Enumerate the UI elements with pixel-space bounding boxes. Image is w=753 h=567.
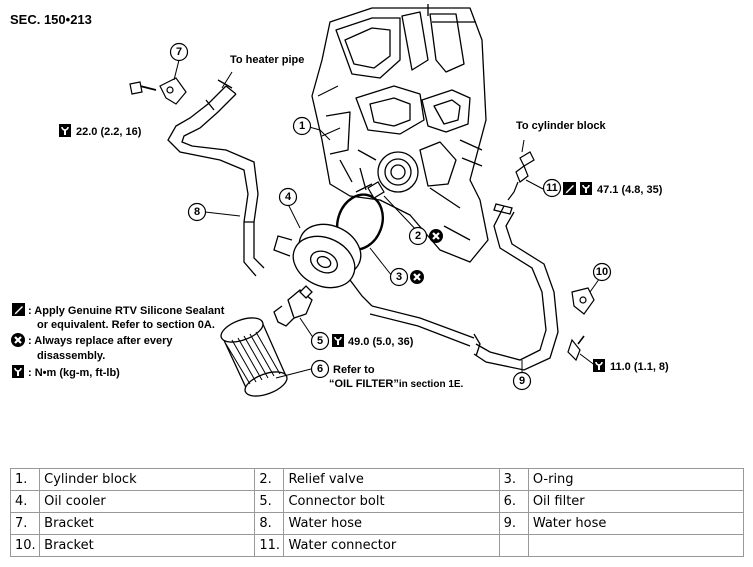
refer-label-line1: Refer to: [333, 364, 375, 376]
refer-label-line2: “OIL FILTER”in section 1E.: [329, 378, 464, 390]
svg-text:5: 5: [317, 335, 323, 347]
part-name: Oil filter: [527, 490, 745, 513]
oil-filter-drawing: [220, 317, 288, 397]
part-number: 9.: [498, 512, 529, 535]
part-number: 8.: [254, 512, 285, 535]
part-number: 2.: [254, 468, 285, 491]
parts-table: 1. Cylinder block 2. Relief valve 3. O-r…: [9, 468, 745, 557]
part-number: [498, 534, 529, 557]
callout-10: 10: [592, 262, 612, 282]
replace-icon: [9, 331, 27, 349]
callout-1: 1: [292, 116, 312, 136]
callout-6: 6: [310, 359, 330, 379]
torque-icon: [592, 358, 606, 373]
oil-cooler-drawing: [273, 223, 373, 307]
part-name: O-ring: [527, 468, 745, 491]
part-number: 5.: [254, 490, 285, 513]
table-row: 1. Cylinder block 2. Relief valve 3. O-r…: [9, 468, 745, 491]
part-name: Bracket: [39, 512, 256, 535]
part-number: 3.: [498, 468, 529, 491]
part-name: Water connector: [283, 534, 500, 557]
svg-text:11: 11: [546, 182, 558, 194]
part-name: [527, 534, 745, 557]
part-name: Oil cooler: [39, 490, 256, 513]
replace-icon: [427, 227, 445, 245]
part-number: 6.: [498, 490, 529, 513]
callout-9: 9: [512, 371, 532, 391]
callout-3: 3: [389, 267, 409, 287]
sealant-icon: [563, 182, 576, 195]
section-title: SEC. 150•213: [10, 12, 92, 27]
callout-4: 4: [278, 187, 298, 207]
part-name: Cylinder block: [39, 468, 256, 491]
callout-11: 11: [542, 178, 562, 198]
part-name: Water hose: [283, 512, 500, 535]
svg-text:4: 4: [285, 191, 292, 203]
water-hose-upper-drawing: [167, 79, 265, 277]
svg-text:disassembly.: disassembly.: [37, 350, 105, 362]
to-heater-pipe-label: To heater pipe: [230, 54, 304, 66]
svg-text:2: 2: [415, 230, 421, 242]
svg-text:: Apply Genuine RTV Silicone S: : Apply Genuine RTV Silicone Sealant: [28, 305, 225, 317]
water-connector-drawing: [507, 151, 535, 201]
part-name: Connector bolt: [283, 490, 500, 513]
cylinder-block-drawing: [311, 4, 489, 263]
relief-valve-drawing: [367, 181, 385, 199]
torque-spec-connector-11: 47.1 (4.8, 35): [597, 184, 663, 196]
callout-8: 8: [187, 202, 207, 222]
svg-text:7: 7: [176, 46, 182, 58]
svg-text:or equivalent. Refer to sectio: or equivalent. Refer to section 0A.: [37, 319, 215, 331]
part-name: Water hose: [527, 512, 745, 535]
callout-2: 2: [408, 226, 428, 246]
part-number: 11.: [254, 534, 285, 557]
svg-text:3: 3: [396, 271, 402, 283]
svg-text:6: 6: [317, 363, 323, 375]
svg-text:8: 8: [194, 206, 200, 218]
svg-text:10: 10: [596, 266, 608, 278]
part-number: 10.: [9, 534, 41, 557]
part-name: Bracket: [39, 534, 256, 557]
torque-spec-bracket-10: 11.0 (1.1, 8): [610, 361, 669, 373]
water-hose-lower-drawing: [369, 203, 559, 371]
svg-text:9: 9: [519, 375, 525, 387]
svg-text:: Always replace after every: : Always replace after every: [28, 335, 173, 347]
part-number: 1.: [9, 468, 41, 491]
svg-text:1: 1: [299, 120, 305, 132]
symbol-legend: : Apply Genuine RTV Silicone Sealant or …: [9, 303, 225, 379]
table-row: 7. Bracket 8. Water hose 9. Water hose: [9, 512, 745, 535]
exploded-view-diagram: SEC. 150•213: [9, 4, 669, 397]
connector-bolt-drawing: [273, 285, 313, 327]
torque-icon: [58, 123, 72, 138]
replace-icon: [408, 268, 426, 286]
callout-5: 5: [310, 331, 330, 351]
bracket-10-drawing: [567, 287, 595, 362]
leader-lines: [173, 59, 603, 379]
part-number: 7.: [9, 512, 41, 535]
to-cylinder-block-label: To cylinder block: [516, 120, 607, 132]
bracket-7-drawing: [129, 77, 187, 105]
torque-spec-bolt-5: 49.0 (5.0, 36): [348, 336, 414, 348]
sealant-icon: [12, 303, 25, 316]
svg-text:: N•m (kg-m, ft-lb): : N•m (kg-m, ft-lb): [28, 367, 120, 379]
torque-icon: [579, 181, 593, 196]
torque-icon: [11, 364, 25, 379]
table-row: 4. Oil cooler 5. Connector bolt 6. Oil f…: [9, 490, 745, 513]
callout-7: 7: [169, 42, 189, 62]
part-name: Relief valve: [283, 468, 500, 491]
table-row: 10. Bracket 11. Water connector: [9, 534, 745, 557]
torque-spec-bracket-7: 22.0 (2.2, 16): [76, 126, 142, 138]
torque-icon: [331, 333, 345, 348]
part-number: 4.: [9, 490, 41, 513]
